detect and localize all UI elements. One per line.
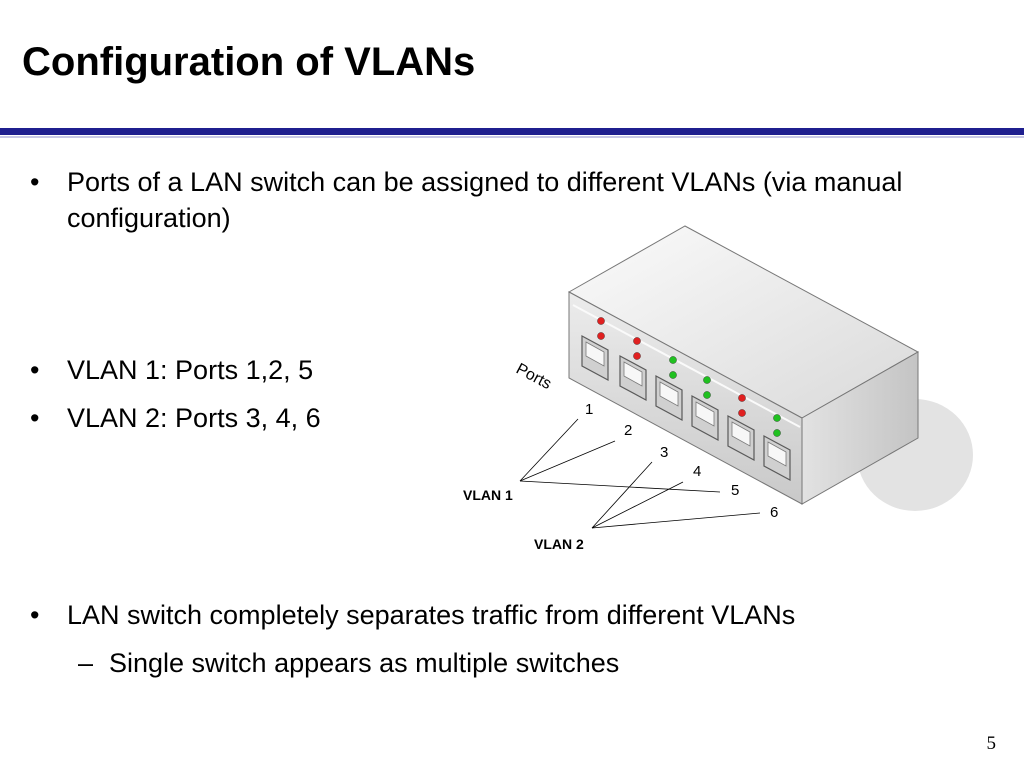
bullet-text: VLAN 1: Ports 1,2, 5 — [67, 355, 314, 385]
bullet-item: • VLAN 1: Ports 1,2, 5 — [30, 352, 990, 388]
vlan2-line-port4 — [591, 481, 684, 529]
vlan1-led — [597, 332, 605, 340]
vlan2-led — [703, 391, 711, 399]
bullet-text: Ports of a LAN switch can be assigned to… — [67, 167, 903, 233]
vlan1-led — [738, 394, 746, 402]
vlan1-led — [633, 337, 641, 345]
bullet-item: • Ports of a LAN switch can be assigned … — [30, 164, 990, 236]
port-leds — [597, 317, 781, 437]
port-number: 5 — [731, 482, 739, 499]
vlan2-led — [703, 376, 711, 384]
port-jack — [691, 394, 719, 442]
vlan1-led — [597, 317, 605, 325]
port-jack — [581, 334, 609, 382]
vlan2-label: VLAN 2 — [534, 536, 584, 552]
vlan1-line-port2 — [519, 440, 616, 482]
bullet-marker: • — [30, 355, 40, 385]
vlan-connection-lines — [519, 418, 761, 529]
port-jack — [655, 374, 683, 422]
port-number: 4 — [693, 463, 701, 480]
vlan2-led — [773, 414, 781, 422]
bullet-item: • LAN switch completely separates traffi… — [30, 597, 990, 633]
bullet-marker: • — [30, 600, 40, 630]
bullet-item: • VLAN 2: Ports 3, 4, 6 — [30, 400, 990, 436]
port-number: 6 — [770, 504, 778, 521]
sub-bullet-text: Single switch appears as multiple switch… — [109, 648, 620, 678]
vlan1-line-port1 — [519, 418, 579, 482]
port-jack — [763, 434, 791, 482]
title-rule — [0, 128, 1024, 135]
port-number: 2 — [624, 422, 632, 439]
port-number: 1 — [585, 401, 593, 418]
port-jack — [727, 414, 755, 462]
port-number: 3 — [660, 444, 668, 461]
vlan2-led — [669, 356, 677, 364]
port-numbers: 1 2 3 4 5 6 — [585, 401, 778, 521]
vlan2-led — [773, 429, 781, 437]
vlan2-line-port6 — [591, 512, 761, 529]
port-jack — [619, 354, 647, 402]
sub-bullet-item: –Single switch appears as multiple switc… — [78, 645, 619, 681]
vlan2-led — [669, 371, 677, 379]
vlan1-led — [633, 352, 641, 360]
vlan1-line-port5 — [519, 480, 721, 493]
slide-title: Configuration of VLANs — [22, 40, 476, 84]
vlan2-line-port3 — [591, 461, 653, 529]
switch-ports — [581, 334, 791, 482]
bullet-marker: • — [30, 167, 40, 197]
bullet-marker: • — [30, 403, 40, 433]
vlan1-led — [738, 409, 746, 417]
sub-bullet-marker: – — [78, 648, 94, 678]
title-rule-highlight — [0, 136, 1024, 138]
ports-label: Ports — [513, 361, 554, 394]
bullet-text: VLAN 2: Ports 3, 4, 6 — [67, 403, 321, 433]
slide-number: 5 — [986, 733, 997, 754]
vlan1-label: VLAN 1 — [463, 487, 513, 503]
bullet-text: LAN switch completely separates traffic … — [67, 600, 796, 630]
